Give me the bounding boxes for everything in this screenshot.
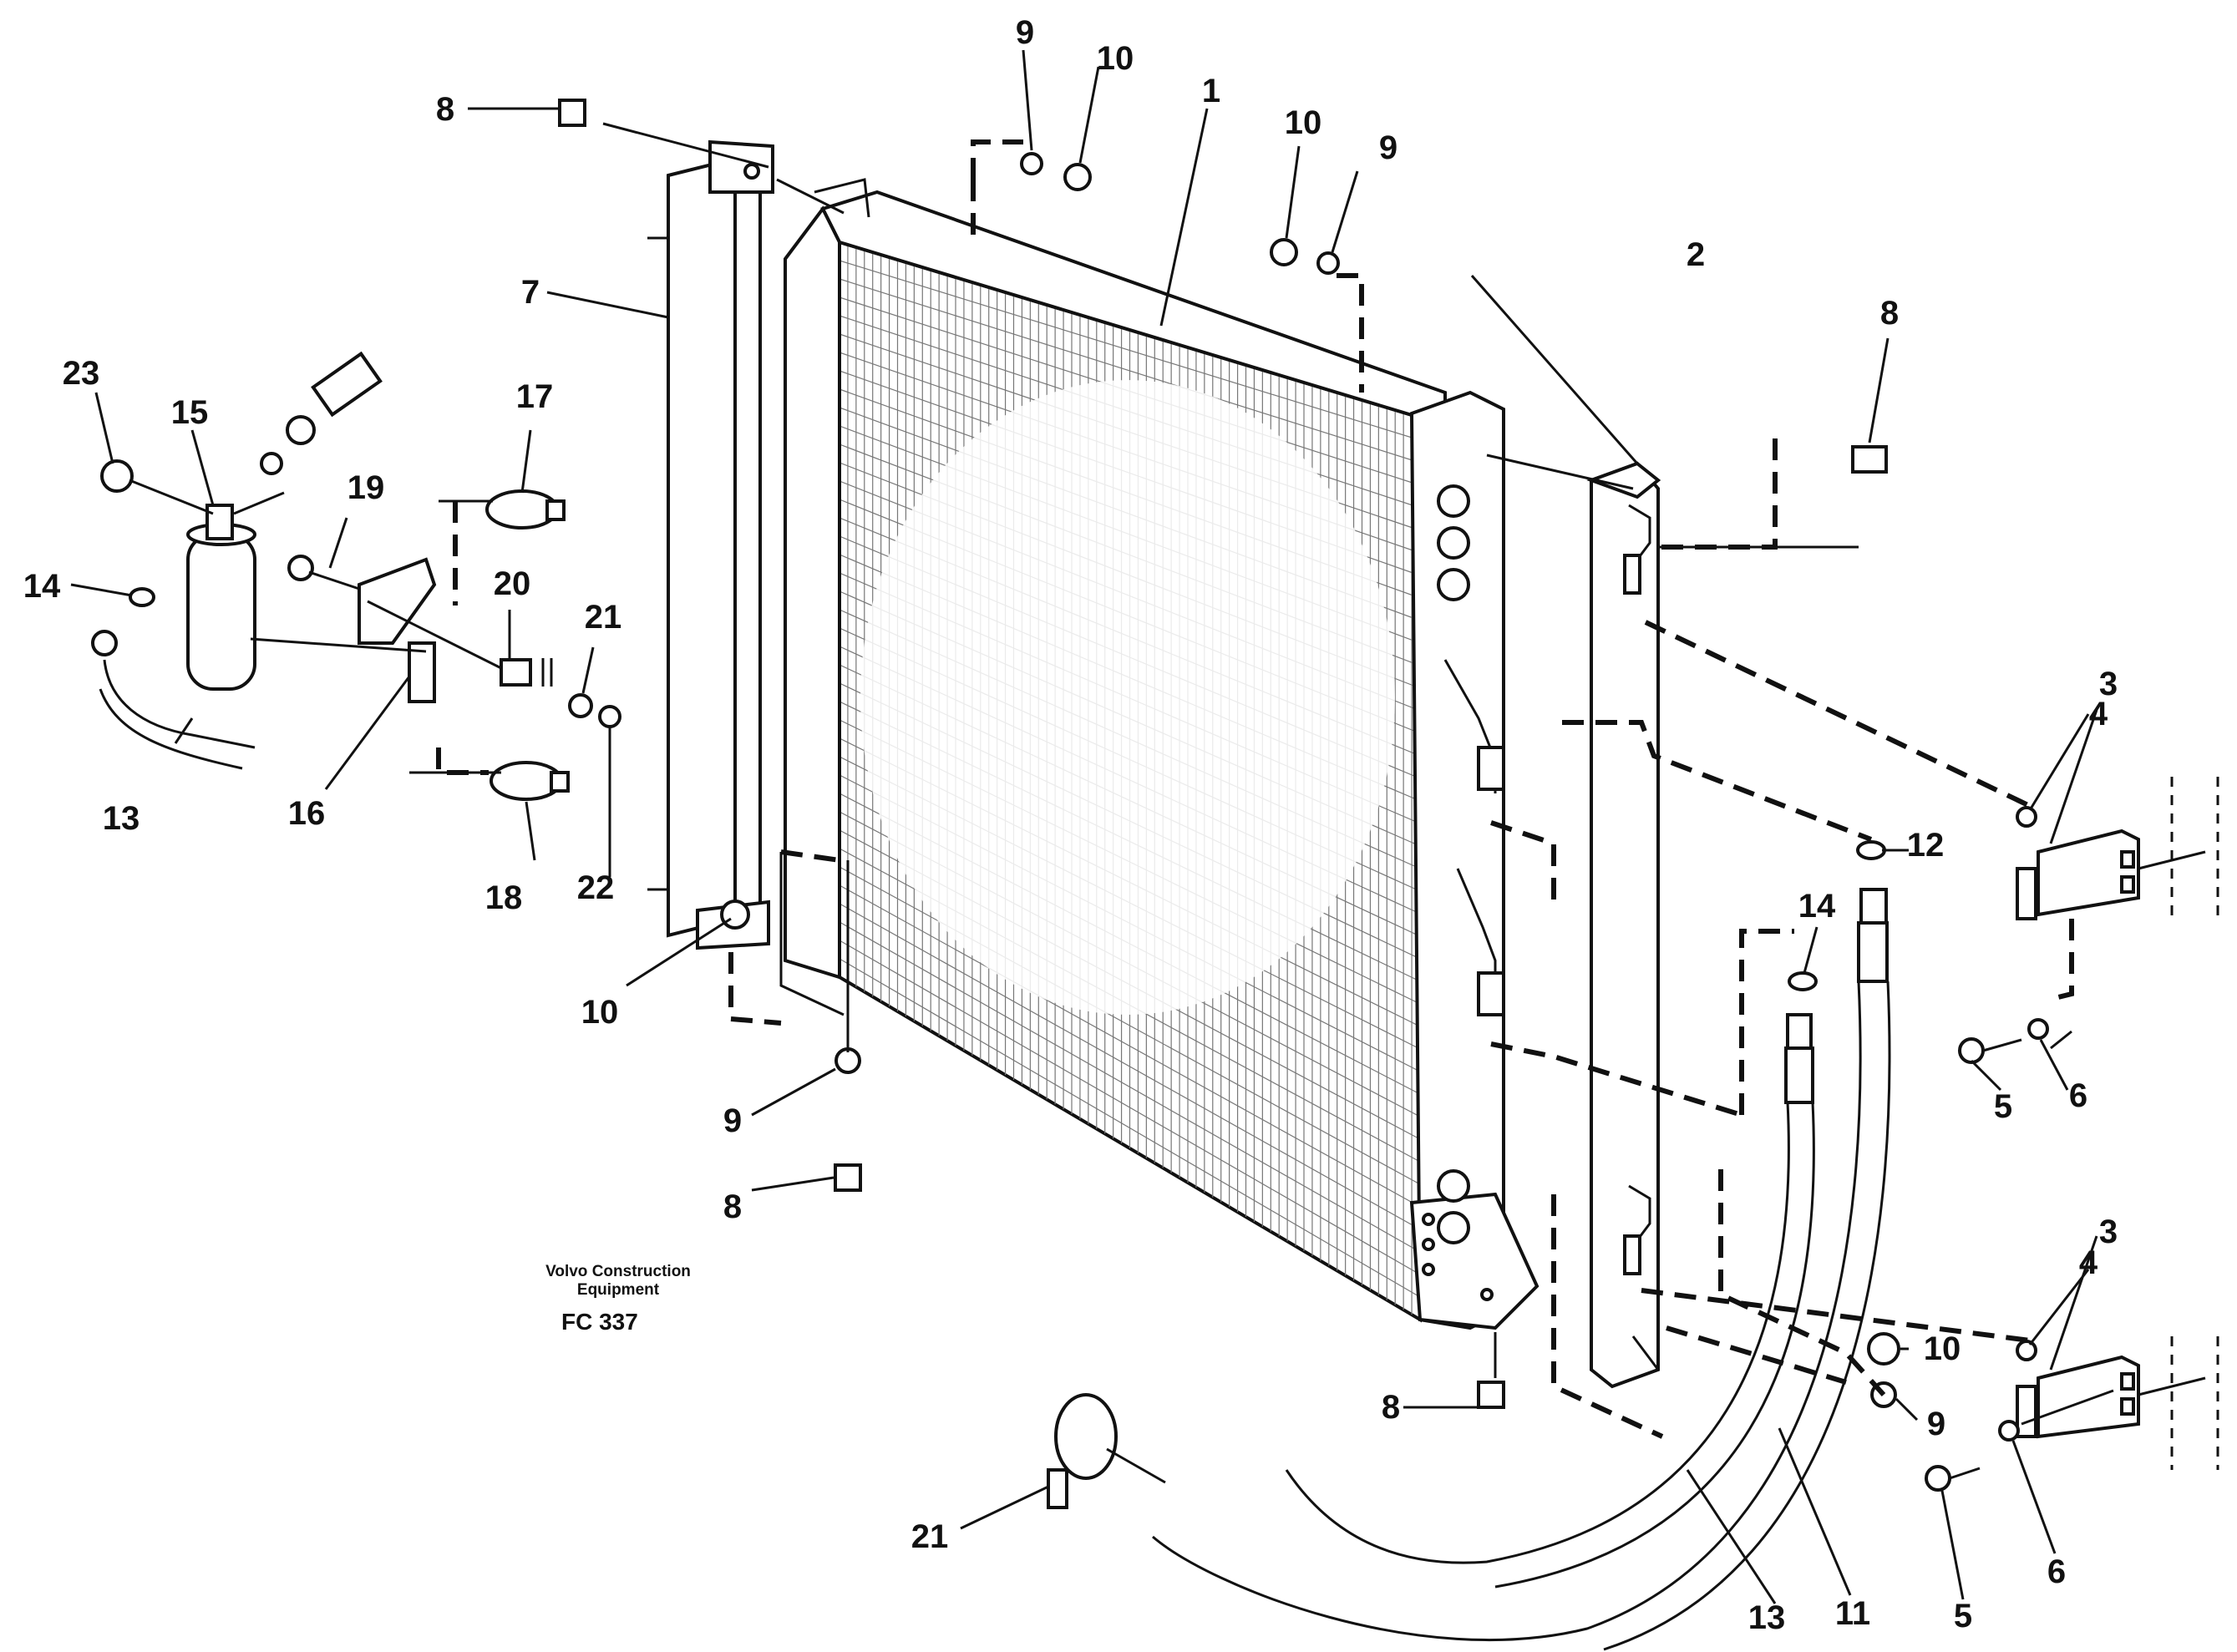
callout-9-left: 9 [723,1102,742,1139]
assembly-lines [250,122,2206,1484]
callout-11: 11 [1835,1595,1870,1632]
callout-5-upper: 5 [1994,1088,2012,1125]
callout-1: 1 [1202,73,1220,109]
condenser-fin-grid [839,245,1421,1315]
callout-16: 16 [288,795,326,832]
callout-14-left: 14 [23,568,61,605]
receiver-drier [100,351,383,691]
callout-10-top: 10 [1097,40,1134,77]
tube-line [839,921,1421,1253]
tube-line [839,958,1421,1298]
callout-9-top: 9 [1016,14,1034,51]
hose-13-left [91,630,256,770]
credit-block: Volvo Construction Equipment FC 337 [545,1263,691,1335]
fan-shroud-opening [860,380,1395,1015]
callout-4-upper: 4 [2089,696,2108,732]
hose-13 [1285,1013,1815,1589]
callout-23: 23 [63,355,100,392]
tube-line [839,278,1421,464]
callout-7: 7 [521,274,540,311]
hose-clamp-17-lower [490,761,570,801]
callout-leaders [70,49,2098,1604]
callout-9-mid: 9 [1379,129,1397,166]
callout-10-right: 10 [1924,1330,1961,1367]
callout-5-lower: 5 [1954,1598,1972,1634]
callout-4-lower: 4 [2079,1244,2098,1281]
callout-8-bottom-left: 8 [723,1188,742,1225]
tube-line [839,866,1421,1185]
callout-3-lower: 3 [2099,1214,2118,1250]
callout-12: 12 [1907,827,1945,864]
side-panel-right [1586,461,1661,1389]
hose-11 [1152,888,1891,1651]
callout-19: 20 [494,565,531,602]
credit-line-1: Volvo Construction [545,1263,691,1280]
callout-21: 22 [577,869,615,906]
side-panel-left [647,139,774,950]
callout-8-bottom: 8 [1382,1389,1400,1426]
callout-9-right: 9 [1927,1406,1945,1442]
callout-10-left: 10 [581,994,619,1031]
callout-17-upper: 17 [516,378,554,415]
hose-clamp-22 [1047,1393,1118,1509]
callout-3-upper: 3 [2099,666,2118,702]
callout-22: 21 [911,1518,949,1555]
callout-10-mid: 10 [1285,104,1322,141]
callout-14-right: 14 [1798,888,1836,925]
bracket-upper [2016,777,2219,920]
tube-line [839,884,1421,1208]
callout-6-lower: 6 [2047,1553,2066,1590]
callout-6-upper: 6 [2069,1077,2087,1114]
callout-13-bottom: 13 [1748,1599,1786,1636]
credit-line-2: Equipment [577,1281,660,1299]
tube-line [839,903,1421,1230]
callout-13-left: 13 [103,800,140,837]
bracket-lower [2016,1336,2219,1470]
callout-8-right: 8 [1880,295,1899,332]
tube-line [839,260,1421,441]
callout-labels: 8 9 10 1 10 9 2 7 8 23 15 17 19 20 21 14… [23,14,2118,1636]
tube-line [839,940,1421,1275]
condenser-core [779,178,1540,1330]
callout-17-lower: 18 [485,879,523,916]
callout-18: 19 [347,469,385,506]
callout-15: 15 [171,394,209,431]
figure-code: FC 337 [561,1309,638,1335]
mounting-bracket-16 [287,555,437,703]
callout-2: 2 [1687,236,1705,273]
callout-20: 21 [585,599,622,636]
callout-8-top-left: 8 [436,91,454,128]
hose-clamp-17-upper [485,489,566,530]
